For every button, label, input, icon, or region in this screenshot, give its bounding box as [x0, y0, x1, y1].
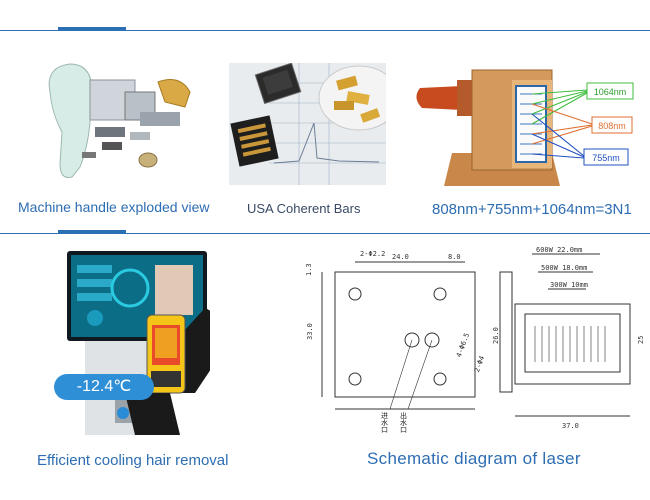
- label-808nm: 808nm: [598, 121, 626, 131]
- dim-mid-height: 26.0: [492, 327, 500, 344]
- dim-top-right: 8.0: [448, 253, 461, 261]
- label-755nm: 755nm: [592, 153, 620, 163]
- caption-handle: Machine handle exploded view: [18, 199, 210, 215]
- caption-schematic: Schematic diagram of laser: [367, 449, 581, 468]
- dim-right-height: 25: [637, 336, 645, 344]
- top-divider: [0, 30, 650, 31]
- label-600w: 600W 22.0mm: [536, 246, 582, 254]
- middle-tab: [58, 230, 126, 234]
- temperature-badge: -12.4℃: [54, 374, 154, 400]
- caption-cooling: Efficient cooling hair removal: [37, 452, 229, 469]
- label-500w: 500W 18.0mm: [541, 264, 587, 272]
- coherent-bars-image: [229, 63, 386, 185]
- label-300w: 300W 10mm: [550, 281, 588, 289]
- dim-left-height: 33.0: [306, 323, 314, 340]
- dim-top-width: 24.0: [392, 253, 409, 261]
- dim-c: 2-Φ2.2: [360, 250, 385, 258]
- laser-module-image: 1064nm 808nm 755nm: [412, 58, 640, 193]
- middle-divider: [0, 233, 650, 234]
- label-1064nm: 1064nm: [594, 87, 627, 97]
- label-water-out: 出水口: [400, 411, 408, 433]
- dim-a: 4-Φ6.5: [455, 332, 471, 359]
- top-tab: [58, 27, 126, 31]
- handle-exploded-image: [30, 52, 205, 187]
- dim-left-small: 1.3: [305, 263, 313, 276]
- dim-bottom-width: 37.0: [562, 422, 579, 430]
- label-water-in: 进水口: [381, 412, 389, 433]
- caption-wavelengths: 808nm+755nm+1064nm=3N1: [432, 201, 632, 218]
- cooling-device-image: [55, 243, 210, 435]
- schematic-drawing: 24.0 8.0 33.0 1.3 4-Φ6.5 2-Φ4 2-Φ2.2 进水口…: [300, 244, 645, 434]
- caption-bars: USA Coherent Bars: [247, 201, 361, 216]
